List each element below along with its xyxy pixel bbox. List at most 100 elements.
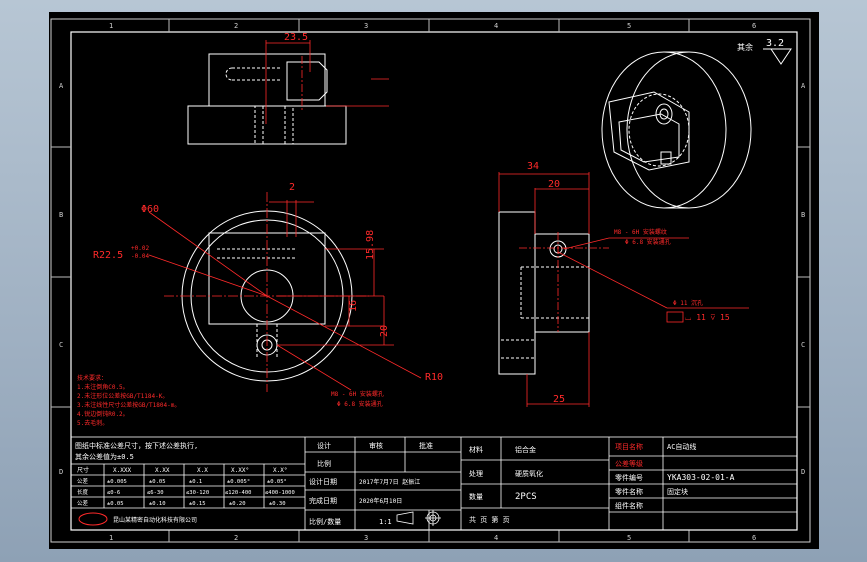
side-hole-note-2: Φ 6.8 安装通孔 (625, 238, 671, 246)
tolerance-cell: ±0.05 (149, 479, 166, 485)
zone-right-c: C (801, 341, 805, 349)
tolerance-cell: ±0.005° (227, 479, 250, 485)
material-value: 铝合金 (515, 445, 536, 454)
tolerance-cell: 公差 (77, 477, 89, 485)
tolerance-header-5: X.X° (273, 467, 287, 474)
material-label: 材料 (469, 445, 483, 454)
dim-radius-tol-upper: +0.02 (131, 245, 149, 252)
project-value: AC自动线 (667, 442, 696, 451)
zone-top-6: 6 (752, 22, 756, 30)
side-hole-note-1: M8 - 6H 安装螺纹 (614, 228, 667, 236)
design-label: 设计 (317, 441, 331, 450)
roughness-symbol: 其余 3.2 (737, 38, 792, 65)
zone-top-4: 4 (494, 22, 498, 30)
approve-label: 批准 (419, 441, 433, 450)
dim-radius-tol-lower: -0.04 (131, 253, 149, 260)
project-label: 项目名称 (615, 442, 643, 451)
quantity-value: 2PCS (515, 492, 537, 502)
ratio-value: 1:1 (379, 518, 392, 526)
roughness-label: 其余 (737, 42, 753, 52)
sheet-border-outer (50, 18, 811, 543)
zone-bottom-4: 4 (494, 534, 498, 542)
designer-label: 设计日期 (309, 477, 337, 486)
zone-bottom-2: 2 (234, 534, 238, 542)
date-label: 完成日期 (309, 496, 337, 505)
zone-left-a: A (59, 82, 64, 90)
front-hole-note-2: Φ 6.8 安装通孔 (337, 400, 383, 408)
zone-top-2: 2 (234, 22, 238, 30)
top-view-dims (265, 40, 389, 124)
note-line-4: 4.锐边倒钝R0.2。 (77, 410, 129, 418)
tolerance-cell: ±0.05 (107, 501, 124, 507)
treatment-value: 硬质氧化 (515, 469, 543, 478)
part-name-value: 固定块 (667, 487, 688, 496)
tolerance-cell: 公差 (77, 499, 89, 507)
dim-height-b: 16 (348, 300, 359, 312)
note-line-0: 技术要求： (77, 374, 107, 382)
zone-left-c: C (59, 341, 63, 349)
sheet-label: 共 页 第 页 (469, 515, 510, 524)
part-info-block: 项目名称 AC自动线 公差等级 零件编号 YKA303-02-01-A 零件名称… (615, 442, 735, 510)
zone-top-5: 5 (627, 22, 631, 30)
roughness-value: 3.2 (766, 38, 784, 49)
note-line-2: 2.未注形位公差按GB/T1184-K。 (77, 392, 168, 400)
tolerance-cell: ±0.005 (107, 479, 127, 485)
zone-top-1: 1 (109, 22, 113, 30)
projection-symbol (396, 510, 441, 526)
tolerance-cell: ±0.05° (267, 479, 287, 485)
side-hole-depth: ⌴ 11 ⊽ 15 (685, 313, 730, 322)
zone-bottom-1: 1 (109, 534, 113, 542)
dim-height-a: 15.98 (365, 230, 376, 260)
tolerance-header-0: 尺寸 (77, 466, 89, 474)
dim-diameter: Φ60 (141, 204, 159, 215)
zone-bottom-5: 5 (627, 534, 631, 542)
date-value: 2020年6月10日 (359, 497, 402, 505)
dim-radius: R22.5 (93, 250, 123, 261)
dim-slot: 2 (289, 182, 295, 193)
zone-right-d: D (801, 468, 805, 476)
zone-right-b: B (801, 211, 805, 219)
tolerance-cell: ±0.10 (149, 501, 166, 507)
note-line-5: 5.去毛刺。 (77, 419, 108, 427)
tolerance-header-1: X.XXX (113, 467, 131, 474)
tolerance-cell: 长度 (77, 488, 89, 496)
zone-top-3: 3 (364, 22, 368, 30)
tolerance-title-1: 图纸中标准公差尺寸，按下述公差执行, (75, 441, 198, 450)
treatment-label: 处理 (469, 469, 483, 478)
front-hole-note-1: M8 - 6H 安装螺孔 (331, 390, 384, 398)
material-block: 材料 铝合金 处理 硬质氧化 数量 2PCS 共 页 第 页 (469, 445, 543, 524)
approval-block: 设计 审核 批准 比例 设计日期 2017年7月7日 赵振江 完成日期 2020… (309, 441, 433, 526)
side-view (498, 211, 590, 375)
tolerance-cell: ≤120-400 (225, 490, 252, 496)
note-line-3: 3.未注线性尺寸公差按GB/T1804-m。 (77, 401, 180, 409)
drawing-canvas[interactable]: 1 2 3 4 5 6 1 2 3 4 5 6 A B C D A B C D … (49, 12, 819, 549)
tolerance-cell: ≤0-6 (107, 490, 120, 496)
tolerance-grade-label: 公差等级 (615, 459, 643, 468)
zone-right-a: A (801, 82, 806, 90)
zone-bottom-6: 6 (752, 534, 756, 542)
tolerance-cell: ±0.20 (229, 501, 246, 507)
ratio-label: 比例/数量 (309, 517, 341, 526)
zone-ticks (51, 19, 810, 542)
tolerance-header-3: X.X (197, 467, 208, 474)
zone-bottom-3: 3 (364, 534, 368, 542)
tolerance-cell: ≤6-30 (147, 490, 164, 496)
zone-left-b: B (59, 211, 63, 219)
dim-side-25: 25 (553, 394, 565, 405)
sheet-border-inner (70, 31, 798, 531)
tolerance-title-2: 其余公差值为±0.5 (75, 452, 134, 461)
company-name: 昆山某精密自动化科技有限公司 (113, 516, 197, 524)
designer-value: 2017年7月7日 赵振江 (359, 478, 420, 486)
title-block-grid (70, 436, 798, 531)
quantity-label: 数量 (469, 492, 483, 501)
dim-height-c: 20 (379, 325, 390, 337)
tolerance-cell: ±0.30 (269, 501, 286, 507)
part-no-label: 零件编号 (615, 473, 643, 482)
part-name-label: 零件名称 (615, 487, 643, 496)
zone-left-d: D (59, 468, 63, 476)
front-view-dims (148, 192, 422, 392)
assembly-label: 组件名称 (615, 501, 643, 510)
tolerance-header-4: X.XX° (231, 467, 249, 474)
review-label: 审核 (369, 441, 383, 450)
dim-top-width: 23.5 (284, 32, 308, 43)
